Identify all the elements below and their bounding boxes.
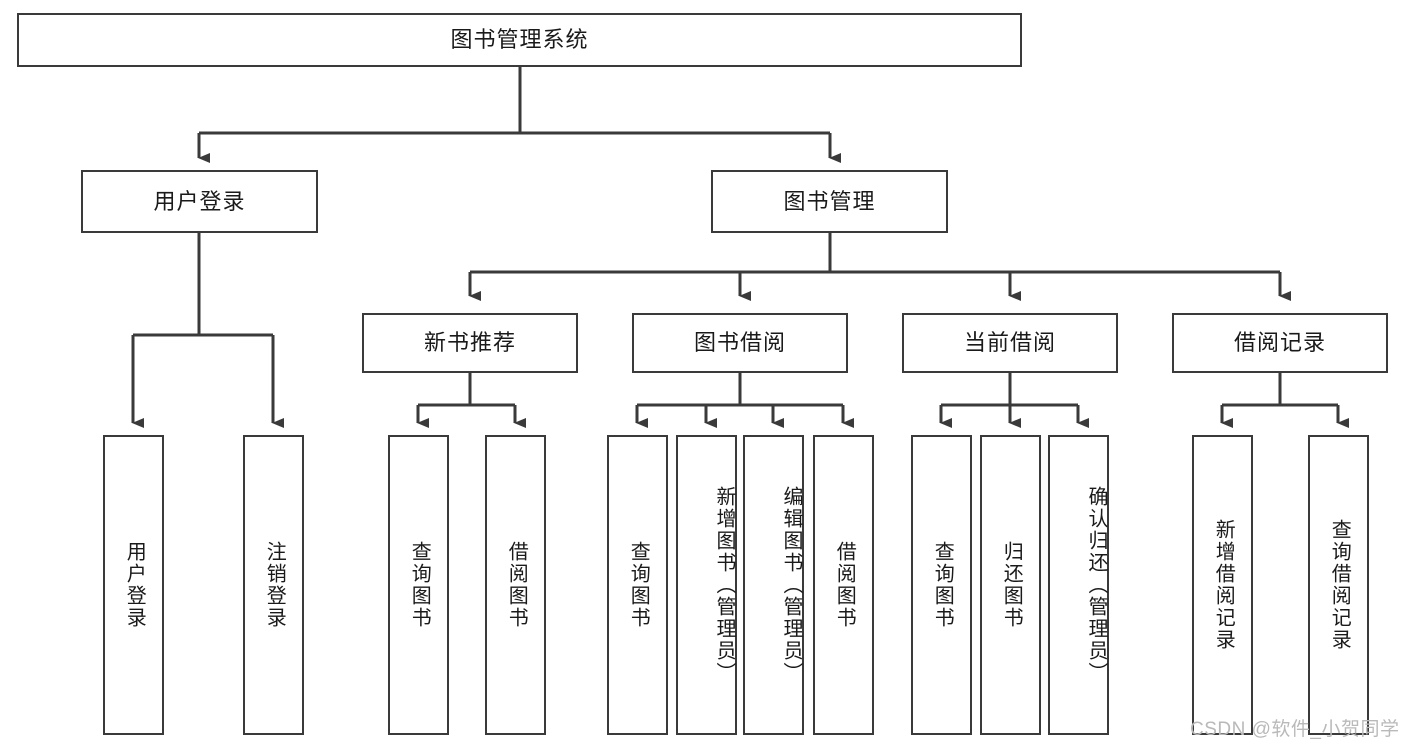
node-label: 确认归还（管理员） xyxy=(1085,486,1107,684)
node-user-login[interactable]: 用户登录 xyxy=(81,170,318,233)
node-label: 查询图书 xyxy=(931,541,954,629)
node-label: 查询借阅记录 xyxy=(1328,519,1351,651)
node-root-book-management-system[interactable]: 图书管理系统 xyxy=(17,13,1022,67)
node-label: 新增图书（管理员） xyxy=(713,486,735,684)
node-book-management[interactable]: 图书管理 xyxy=(711,170,948,233)
node-label: 新书推荐 xyxy=(423,330,516,356)
node-label: 用户登录 xyxy=(123,541,146,629)
leaf-book-borrow-borrow-book[interactable]: 借阅图书 xyxy=(813,435,874,735)
leaf-borrow-record-query-record[interactable]: 查询借阅记录 xyxy=(1308,435,1369,735)
node-label: 当前借阅 xyxy=(963,330,1056,356)
node-label: 用户登录 xyxy=(153,188,246,214)
node-label: 归还图书 xyxy=(1000,541,1023,629)
leaf-borrow-record-add-record[interactable]: 新增借阅记录 xyxy=(1192,435,1253,735)
node-borrow-record[interactable]: 借阅记录 xyxy=(1172,313,1388,373)
node-label: 查询图书 xyxy=(408,541,431,629)
leaf-new-book-borrow-book[interactable]: 借阅图书 xyxy=(485,435,546,735)
leaf-current-borrow-return-book[interactable]: 归还图书 xyxy=(980,435,1041,735)
node-label: 查询图书 xyxy=(627,541,650,629)
node-label: 借阅记录 xyxy=(1233,330,1326,356)
node-label: 图书管理系统 xyxy=(450,27,589,53)
csdn-watermark: CSDN @软件_小贺同学 xyxy=(1190,714,1399,741)
node-label: 新增借阅记录 xyxy=(1212,519,1235,651)
leaf-book-borrow-add-book-admin[interactable]: 新增图书（管理员） xyxy=(676,435,737,735)
node-current-borrow[interactable]: 当前借阅 xyxy=(902,313,1118,373)
node-label: 借阅图书 xyxy=(833,541,856,629)
leaf-new-book-query-book[interactable]: 查询图书 xyxy=(388,435,449,735)
leaf-user-login-login[interactable]: 用户登录 xyxy=(103,435,164,735)
node-book-borrow[interactable]: 图书借阅 xyxy=(632,313,848,373)
leaf-book-borrow-edit-book-admin[interactable]: 编辑图书（管理员） xyxy=(743,435,804,735)
node-new-book-recommend[interactable]: 新书推荐 xyxy=(362,313,578,373)
leaf-current-borrow-query-book[interactable]: 查询图书 xyxy=(911,435,972,735)
node-label: 借阅图书 xyxy=(505,541,528,629)
leaf-book-borrow-query-book[interactable]: 查询图书 xyxy=(607,435,668,735)
node-label: 编辑图书（管理员） xyxy=(780,486,802,684)
leaf-current-borrow-confirm-return-admin[interactable]: 确认归还（管理员） xyxy=(1048,435,1109,735)
watermark-text: CSDN @软件_小贺同学 xyxy=(1190,719,1400,740)
node-label: 注销登录 xyxy=(263,541,286,629)
leaf-user-login-logout[interactable]: 注销登录 xyxy=(243,435,304,735)
node-label: 图书管理 xyxy=(783,188,876,214)
node-label: 图书借阅 xyxy=(693,330,786,356)
